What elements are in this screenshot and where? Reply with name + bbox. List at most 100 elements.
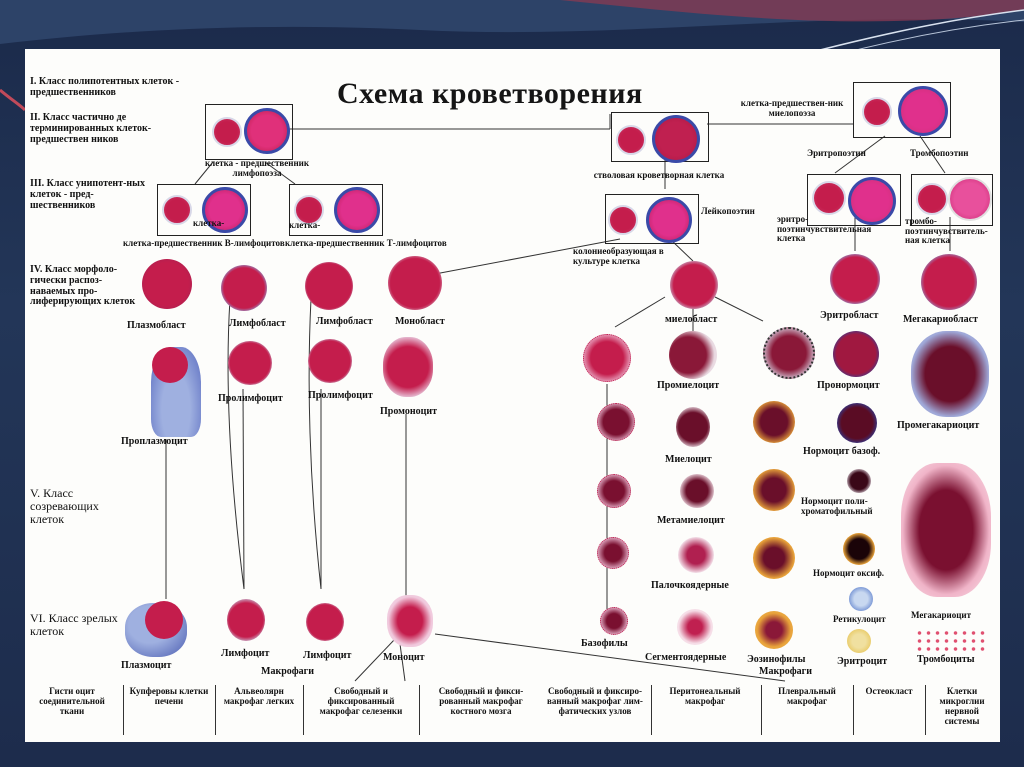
lymph-precursor-cell-large (244, 108, 290, 154)
monocyte-cell (387, 595, 433, 647)
myelo-precursor-cell-large (898, 86, 948, 136)
lymphoblast-2-cell (305, 262, 353, 310)
band-cell (678, 537, 714, 573)
macrophage-cell-2: Купферовы клетки печени (129, 686, 209, 706)
lymphoblast-1-cell (221, 265, 267, 311)
myelo-precursor-label: клетка-предшествен-ник миелопоэза (740, 98, 844, 118)
myelo-precursor-cell-small (862, 97, 892, 127)
macrophage-cell-5: Свободный и фикси-рованный макрофаг кост… (438, 686, 524, 716)
macrophage-cell-6: Свободный и фиксиро-ванный макрофаг лим-… (547, 686, 643, 716)
plasmoblast-cell (142, 259, 192, 309)
band-label: Палочкоядерные (651, 580, 729, 591)
prolymphocyte-2-cell (308, 339, 352, 383)
lymph-precursor-box (205, 104, 293, 160)
erythroblast-label: Эритробласт (820, 310, 879, 321)
monoblast-label: Монобласт (395, 316, 445, 327)
lymph-precursor-cell-small (212, 117, 242, 147)
b-precursor-cell-small (162, 195, 192, 225)
eosinophils-label: Эозинофилы (747, 654, 806, 665)
basophil-lineage-cell-3 (597, 474, 631, 508)
class-3-label: III. Класс унипотент-ных клеток - пред-ш… (30, 178, 145, 211)
cfu-box (605, 194, 699, 244)
normocyte-baso-cell (837, 403, 877, 443)
monocyte-label: Моноцит (383, 652, 425, 663)
macrophage-cell-7: Перитонеальный макрофаг (669, 686, 741, 706)
thr-responsive-box (911, 174, 993, 226)
macrophage-cell-4: Свободный и фиксированный макрофаг селез… (319, 686, 403, 716)
macrophage-cell-3: Альвеолярн макрофаг легких (223, 686, 295, 706)
lymphoblast-1-label: Лимфобласт (229, 318, 286, 329)
thrombocytes-label: Тромбоциты (917, 654, 975, 665)
segmented-label: Сегментоядерные (645, 652, 727, 663)
row-divider (925, 685, 926, 735)
macrophage-cell-8: Плевральный макрофаг (778, 686, 836, 706)
stem-cell-box (611, 112, 709, 163)
class-6-label: VI. Класс зрелых клеток (30, 611, 118, 638)
row-divider (123, 685, 124, 735)
myelo-precursor-box (853, 82, 951, 138)
t-precursor-cell-large (334, 187, 380, 233)
erythrocyte-label: Эритроцит (837, 656, 888, 667)
promegakaryocyte-label: Промегакариоцит (897, 420, 980, 431)
pronormocyte-label: Пронормоцит (817, 380, 880, 391)
myeloblast-label: миелобласт (665, 314, 718, 325)
erythrocyte-cell (847, 629, 871, 653)
promyelocyte-label: Промиелоцит (657, 380, 720, 391)
basophil-lineage-cell-1 (583, 334, 631, 382)
prolymphocyte-1-label: Пролимфоцит (218, 393, 283, 404)
cfu-cell-large (646, 197, 692, 243)
myelocyte-label: Миелоцит (665, 454, 712, 465)
thr-responsive-cell-small (916, 183, 948, 215)
class-5-label: V. Класс созревающих клеток (30, 486, 99, 526)
normocyte-baso-label: Нормоцит базоф. (803, 446, 881, 457)
stem-cell-small (616, 125, 646, 155)
macrophage-cell-9: Остеокласт (865, 686, 913, 696)
prolymphocyte-1-cell (228, 341, 272, 385)
normocyte-oxy-cell (843, 533, 875, 565)
diagram-slide: Схема кроветворения (25, 49, 1000, 742)
class-2-label: II. Класс частично де терминированных кл… (30, 112, 152, 145)
proplasmocyte-label: Проплазмоцит (121, 436, 188, 447)
page-title: Схема кроветворения (337, 77, 643, 110)
cfu-cell-small (608, 205, 638, 235)
lymphoblast-2-label: Лимфобласт (316, 316, 373, 327)
lymphocyte-2-cell (306, 603, 344, 641)
lymphocyte-1-label: Лимфоцит (221, 648, 270, 659)
eosinophil-cell (755, 611, 793, 649)
plasmocyte-label: Плазмоцит (121, 660, 172, 671)
megakaryocyte-cell (901, 463, 991, 597)
myelocyte-cell (676, 407, 710, 447)
proplasmocyte-nucleus (152, 347, 188, 383)
promegakaryocyte-cell (911, 331, 989, 417)
lymphocyte-1-cell (227, 599, 265, 641)
plasmoblast-label: Плазмобласт (127, 320, 186, 331)
erythroblast-cell (830, 254, 880, 304)
b-precursor-cell-caption: клетка- (193, 218, 225, 228)
normocyte-poly-cell (847, 469, 871, 493)
t-precursor-cell-caption: клетка- (289, 220, 321, 230)
thr-responsive-cell-large (948, 177, 992, 221)
b-precursor-label: клетка-предшественник В-лимфоцитов (123, 238, 285, 248)
t-precursor-label: клетка-предшественник Т-лимфоцитов (285, 238, 447, 248)
ery-responsive-cell-small (812, 181, 846, 215)
lymphocyte-2-label: Лимфоцит (303, 650, 352, 661)
promyelocyte-cell (669, 331, 717, 379)
macrophages-label-1: Макрофаги (261, 666, 314, 677)
cfu-label: колониеобразующая в культуре клетка (573, 246, 664, 266)
thr-responsive-label: тромбо-поэтинчувствитель-ная клетка (905, 216, 988, 246)
ery-responsive-cell-large (848, 177, 896, 225)
normocyte-poly-label: Нормоцит поли-хроматофильный (801, 496, 873, 516)
macrophage-cell-10: Клетки микроглии нервной системы (939, 686, 985, 726)
t-precursor-cell-small (294, 195, 324, 225)
class-1-label: I. Класс полипотентных клеток - предшест… (30, 76, 180, 98)
pronormocyte-cell (833, 331, 879, 377)
macrophages-label-2: Макрофаги (759, 666, 812, 677)
basophils-label: Базофилы (581, 638, 628, 649)
eosinophil-lineage-cell-3 (753, 469, 795, 511)
eosinophil-lineage-cell-4 (753, 537, 795, 579)
metamyelocyte-label: Метамиелоцит (657, 515, 725, 526)
b-precursor-cell-large (202, 187, 248, 233)
myeloblast-cell (670, 261, 718, 309)
b-precursor-box (157, 184, 251, 236)
row-divider (853, 685, 854, 735)
